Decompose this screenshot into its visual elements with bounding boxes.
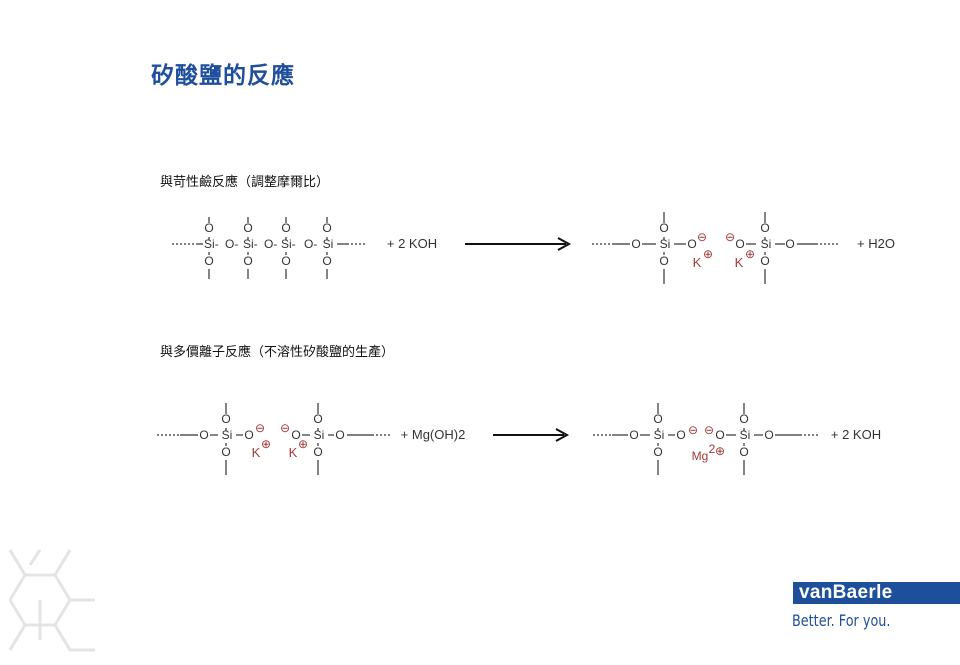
oxygen-atom: O [764,428,773,442]
reactant-magnesium-hydroxide: + Mg(OH)2 [401,427,466,442]
silicon-atom-bond: Si- [204,237,219,251]
oxygen-atom: O [335,428,344,442]
silicon-atom: Si [222,428,233,442]
oxygen-atom: O [676,428,685,442]
reaction-arrow-1 [465,237,572,251]
positive-charge: ⊕ [298,437,308,451]
oxygen-atom: O [221,445,230,459]
potassium-ion: K [735,255,744,270]
bridging-oxygen-bond: O- [304,237,317,251]
bridging-oxygen-bond: O- [264,237,277,251]
oxygen-atom: O [739,445,748,459]
oxygen-atom: O [322,221,331,235]
logo-brand: vanBaerle [799,582,893,603]
silicon-atom: Si [660,237,671,251]
silicon-atom: Si [314,428,325,442]
negative-charge: ⊖ [704,423,714,437]
oxygen-atom: O [199,428,208,442]
potassium-ion: K [693,255,702,270]
oxygen-atom: O [243,221,252,235]
oxygen-atom: O [653,445,662,459]
oxygen-atom: O [715,428,724,442]
negative-charge: ⊖ [688,423,698,437]
charge-number: 2 [709,442,716,456]
product-koh: + 2 KOH [831,427,881,442]
section-heading-caustic: 與苛性鹼反應（調整摩爾比） [160,175,330,190]
oxygen-atom: O [739,412,748,426]
positive-charge: ⊕ [261,437,271,451]
silicon-atom: Si [323,237,334,251]
potassium-ion: K [289,445,298,460]
logo-tagline: Better. For you. [792,611,891,630]
oxygen-atom: O [760,254,769,268]
negative-charge: ⊖ [697,230,707,244]
silicon-atom-bond: Si- [281,237,296,251]
oxygen-atom: O [243,254,252,268]
reactant-koh: + 2 KOH [387,236,437,251]
oxygen-atom: O [244,428,253,442]
oxygen-atom: O [687,237,696,251]
vanbaerle-logo: vanBaerle [793,582,960,604]
oxygen-atom: O [659,221,668,235]
hexagon-decoration [8,549,95,652]
oxygen-atom: O [735,237,744,251]
bridging-oxygen-bond: O- [225,237,238,251]
silicon-atom: Si [654,428,665,442]
silicon-atom: Si [740,428,751,442]
product-water: + H2O [857,236,895,251]
oxygen-atom: O [291,428,300,442]
positive-charge: ⊕ [715,444,725,458]
oxygen-atom: O [204,221,213,235]
page-title: 矽酸鹽的反應 [151,63,295,89]
oxygen-atom: O [281,254,290,268]
oxygen-atom: O [322,254,331,268]
negative-charge: ⊖ [280,421,290,435]
oxygen-atom: O [629,428,638,442]
positive-charge: ⊕ [703,247,713,261]
oxygen-atom: O [631,237,640,251]
silicon-atom-bond: Si- [243,237,258,251]
negative-charge: ⊖ [725,230,735,244]
positive-charge: ⊕ [745,247,755,261]
oxygen-atom: O [659,254,668,268]
oxygen-atom: O [760,221,769,235]
oxygen-atom: O [313,445,322,459]
oxygen-atom: O [281,221,290,235]
section-heading-polyvalent: 與多價離子反應（不溶性矽酸鹽的生產） [160,345,395,360]
magnesium-ion: Mg [692,449,709,463]
reaction-arrow-2 [493,428,570,442]
oxygen-atom: O [785,237,794,251]
silicon-atom: Si [761,237,772,251]
oxygen-atom: O [653,412,662,426]
potassium-ion: K [252,445,261,460]
oxygen-atom: O [313,412,322,426]
negative-charge: ⊖ [255,421,265,435]
oxygen-atom: O [204,254,213,268]
oxygen-atom: O [221,412,230,426]
